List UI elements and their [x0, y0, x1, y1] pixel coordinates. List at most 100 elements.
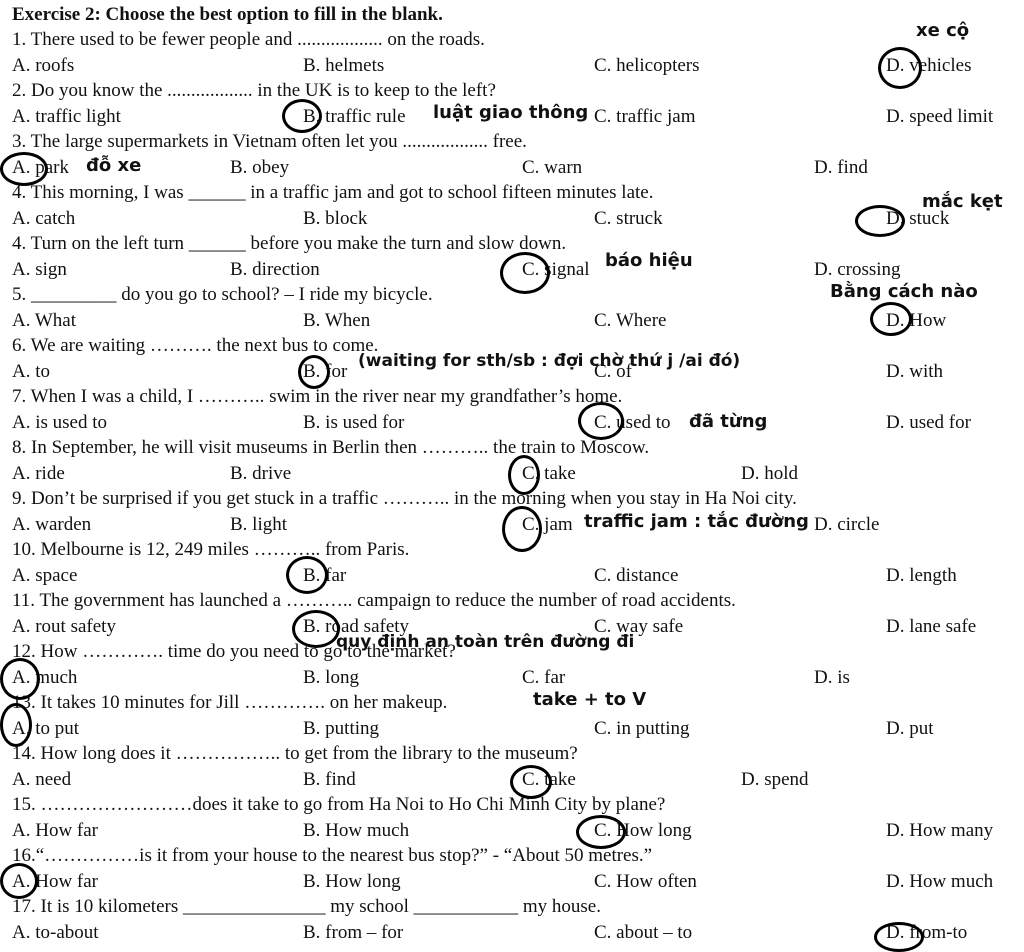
annotation-waiting-for: (waiting for sth/sb : đợi chờ thứ j /ai … [358, 351, 741, 371]
option-a: A. catch [12, 207, 76, 229]
option-d: D. is [814, 666, 850, 688]
option-b: B. traffic rule [303, 105, 406, 127]
option-c: C. way safe [594, 615, 684, 637]
question-text: 4. This morning, I was ______ in a traff… [12, 182, 654, 203]
question-text: 15. ……………………does it take to go from Ha N… [12, 794, 666, 815]
answer-circle-q2 [282, 99, 322, 133]
option-b: B. long [303, 666, 359, 688]
option-d: D. used for [886, 411, 971, 433]
option-c: C. in putting [594, 717, 690, 739]
option-b: B. putting [303, 717, 380, 739]
answer-circle-q10 [286, 556, 328, 594]
question-text: 16.“……………is it from your house to the ne… [12, 845, 653, 866]
question-text: 9. Don’t be surprised if you get stuck i… [12, 488, 797, 509]
option-b: B. obey [230, 156, 290, 178]
option-b: B. is used for [303, 411, 405, 433]
answer-circle-q17 [874, 922, 924, 952]
answer-circle-q14 [510, 765, 552, 799]
option-b: B. How long [303, 870, 401, 892]
annotation-bao-hieu: báo hiệu [605, 250, 693, 271]
option-c: C. struck [594, 207, 663, 229]
question-text: 5. _________ do you go to school? – I ri… [12, 284, 433, 305]
annotation-quy-dinh: quy định an toàn trên đường đi [336, 632, 635, 652]
option-b: B. drive [230, 462, 292, 484]
option-c: C. warn [522, 156, 583, 178]
question-text: 11. The government has launched a ……….. … [12, 590, 736, 611]
annotation-da-tung: đã từng [689, 411, 768, 432]
question-text: 4. Turn on the left turn ______ before y… [12, 233, 567, 254]
option-d: D. length [886, 564, 957, 586]
annotation-take-to-v: take + to V [533, 689, 647, 710]
option-d: D. circle [814, 513, 880, 535]
answer-circle-q4b [500, 252, 550, 294]
question-text: 14. How long does it …………….. to get from… [12, 743, 578, 764]
option-d: D. find [814, 156, 868, 178]
option-a: A. rout safety [12, 615, 116, 637]
option-c: C. far [522, 666, 566, 688]
answer-circle-q9 [502, 506, 542, 552]
option-a: A. to-about [12, 921, 99, 943]
question-text: 13. It takes 10 minutes for Jill …………. o… [12, 692, 448, 713]
option-d: D. How many [886, 819, 994, 841]
option-a: A. sign [12, 258, 67, 280]
question-text: 8. In September, he will visit museums i… [12, 437, 650, 458]
option-d: D. with [886, 360, 943, 382]
option-a: A. is used to [12, 411, 107, 433]
option-b: B. direction [230, 258, 320, 280]
question-text: 10. Melbourne is 12, 249 miles ……….. fro… [12, 539, 410, 560]
annotation-mac-ket: mắc kẹt [922, 191, 1003, 212]
option-a: A. ride [12, 462, 65, 484]
option-d: D. crossing [814, 258, 901, 280]
answer-circle-q15 [576, 815, 626, 849]
question-text: 17. It is 10 kilometers _______________ … [12, 896, 601, 917]
option-b: B. find [303, 768, 356, 790]
answer-circle-q4a [855, 205, 905, 237]
option-d: D. put [886, 717, 934, 739]
option-c: C. about – to [594, 921, 693, 943]
option-d: D. lane safe [886, 615, 977, 637]
exercise-title: Exercise 2: Choose the best option to fi… [12, 4, 443, 25]
option-c: C. of [594, 360, 632, 382]
answer-circle-q13 [0, 703, 32, 747]
answer-circle-q1 [878, 47, 922, 89]
question-text: 3. The large supermarkets in Vietnam oft… [12, 131, 527, 152]
annotation-do-xe: đỗ xe [86, 155, 142, 176]
question-text: 2. Do you know the .................. in… [12, 80, 496, 101]
answer-circle-q7 [578, 402, 624, 440]
annotation-bang-cach-nao: Bằng cách nào [830, 281, 978, 302]
option-b: B. block [303, 207, 368, 229]
option-a: A. traffic light [12, 105, 121, 127]
question-text: 1. There used to be fewer people and ...… [12, 29, 485, 50]
option-a: A. to [12, 360, 50, 382]
option-b: B. How much [303, 819, 410, 841]
option-a: A. roofs [12, 54, 75, 76]
annotation-traffic-jam: traffic jam : tắc đường [584, 511, 809, 532]
option-c: C. distance [594, 564, 679, 586]
answer-circle-q11 [292, 610, 340, 648]
option-b: B. from – for [303, 921, 404, 943]
answer-circle-q8 [508, 455, 540, 495]
option-b: B. When [303, 309, 371, 331]
option-a: A. space [12, 564, 78, 586]
option-b: B. helmets [303, 54, 385, 76]
option-c: C. Where [594, 309, 667, 331]
option-b: B. light [230, 513, 288, 535]
option-c: C. How often [594, 870, 697, 892]
question-text: 7. When I was a child, I ……….. swim in t… [12, 386, 623, 407]
answer-circle-q16 [0, 863, 38, 899]
question-text: 6. We are waiting ………. the next bus to c… [12, 335, 379, 356]
answer-circle-q6 [298, 355, 330, 389]
answer-circle-q12 [0, 658, 40, 700]
option-c: C. traffic jam [594, 105, 696, 127]
option-d: D. How much [886, 870, 994, 892]
option-d: D. spend [741, 768, 809, 790]
option-a: A. need [12, 768, 72, 790]
option-d: D. hold [741, 462, 798, 484]
question-text: 12. How …………. time do you need to go to … [12, 641, 456, 662]
option-a: A. warden [12, 513, 92, 535]
annotation-xe-co: xe cộ [916, 20, 970, 41]
option-d: D. speed limit [886, 105, 994, 127]
annotation-luat-giao-thong: luật giao thông [433, 102, 589, 123]
option-a: A. How far [12, 819, 99, 841]
option-c: C. helicopters [594, 54, 700, 76]
